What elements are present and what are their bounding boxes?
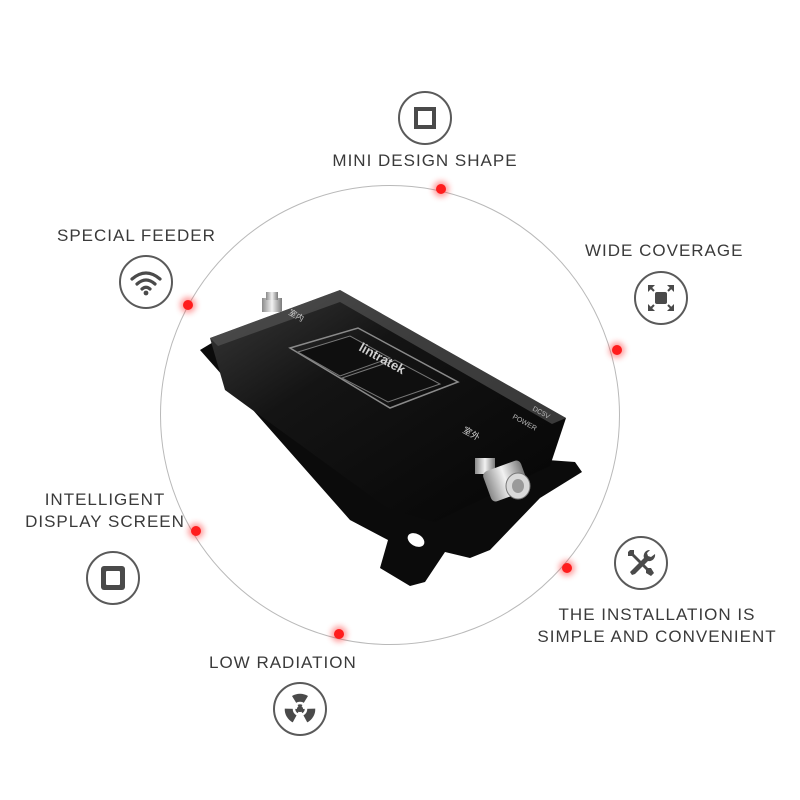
display-screen [288,327,460,409]
ring-dot-lower-right [562,563,572,573]
square-frame-icon [398,91,452,145]
feature-label-wide-coverage: WIDE COVERAGE [585,241,744,260]
feature-label-special-feeder: SPECIAL FEEDER [57,226,216,245]
feature-label-intelligent-line2: DISPLAY SCREEN [25,512,185,531]
feature-label-installation-line1: THE INSTALLATION IS [558,605,756,624]
ring-dot-upper-left [183,300,193,310]
ring-dot-upper-right [612,345,622,355]
feature-label-low-radiation: LOW RADIATION [209,653,357,672]
expand-arrows-icon [634,271,688,325]
wrench-screwdriver-icon [614,536,668,590]
feature-label-installation-line2: SIMPLE AND CONVENIENT [537,627,777,646]
feature-ring [160,185,620,645]
wifi-icon [119,255,173,309]
radiation-icon [273,682,327,736]
ring-dot-bottom [334,629,344,639]
ring-dot-lower-left [191,526,201,536]
display-square-icon [86,551,140,605]
feature-label-intelligent-line1: INTELLIGENT [44,490,166,509]
top-antenna-port [262,292,282,312]
feature-label-mini-design: MINI DESIGN SHAPE [332,151,518,170]
feature-label-intelligent-display: INTELLIGENT DISPLAY SCREEN [18,489,192,533]
signal-booster-device: lintratek POWER DC5V 室外 室内 [200,290,582,586]
ring-dot-top [436,184,446,194]
feature-label-installation: THE INSTALLATION IS SIMPLE AND CONVENIEN… [526,604,788,648]
bottom-antenna-port [475,458,531,502]
